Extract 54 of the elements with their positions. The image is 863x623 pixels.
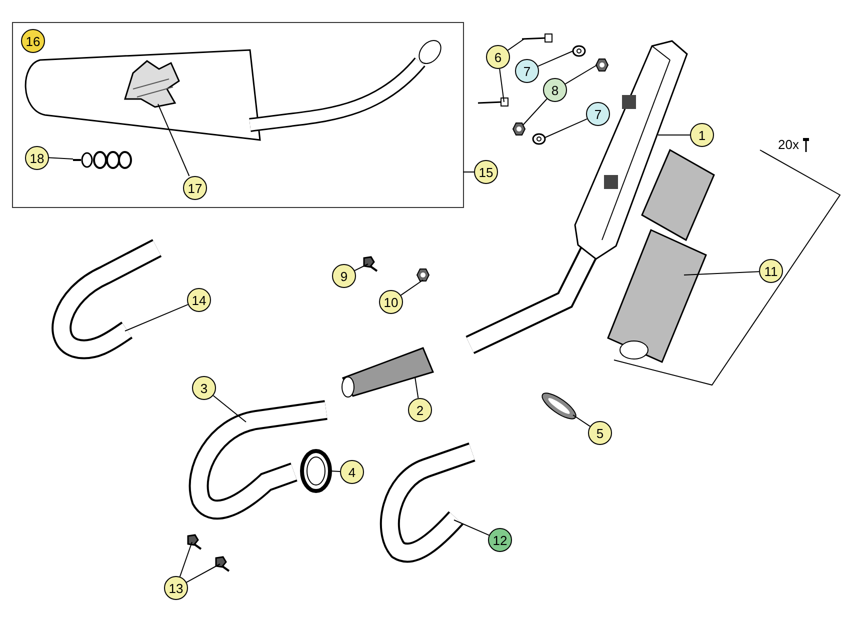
callout-number: 7	[515, 59, 539, 83]
leader-line	[538, 50, 574, 67]
callout-number: 17	[183, 176, 207, 200]
leader-line	[414, 376, 419, 399]
muffler-drawing	[572, 40, 690, 262]
leader-line	[179, 542, 192, 578]
screw-drawing	[362, 256, 378, 272]
washer-drawing	[572, 45, 586, 57]
leader-line	[572, 414, 590, 427]
leader-line	[564, 64, 598, 84]
packing-drawing	[606, 150, 714, 365]
kit-frame	[12, 22, 464, 208]
leader-line	[124, 304, 188, 332]
callout-number: 9	[332, 264, 356, 288]
leader-line	[212, 395, 246, 422]
leader-line	[48, 157, 74, 160]
callout-number: 3	[192, 376, 216, 400]
leader-line	[454, 520, 490, 536]
screw-drawing	[186, 534, 202, 550]
callout-number: 4	[340, 460, 364, 484]
nut-drawing	[512, 122, 526, 136]
callout-number: 5	[588, 421, 612, 445]
callout-number: 13	[164, 576, 188, 600]
callout-number: 18	[25, 146, 49, 170]
leader-line	[499, 68, 504, 102]
callout-number: 2	[408, 398, 432, 422]
callout-number: 10	[379, 290, 403, 314]
nut-drawing	[595, 58, 609, 72]
leader-line	[522, 98, 548, 126]
leader-line	[186, 564, 220, 583]
leader-line	[330, 470, 340, 472]
callout-number: 11	[759, 259, 783, 283]
callout-number: 1	[690, 123, 714, 147]
leader-line	[158, 104, 190, 176]
quantity-label: 20x	[778, 137, 799, 152]
leader-line	[507, 38, 524, 51]
nut-drawing	[416, 268, 432, 284]
leader-line	[400, 280, 424, 296]
washer-drawing	[532, 133, 545, 145]
callout-number: 6	[486, 45, 510, 69]
bolt-drawing	[478, 97, 508, 107]
callout-number: 12	[488, 528, 512, 552]
callout-number: 16	[21, 29, 45, 53]
screw-drawing	[214, 556, 230, 572]
leader-line	[544, 118, 588, 138]
callout-number: 8	[543, 78, 567, 102]
callout-number: 7	[586, 102, 610, 126]
leader-line	[684, 271, 760, 276]
leader-line	[354, 264, 368, 272]
callout-number: 15	[474, 160, 498, 184]
bolt-drawing	[522, 33, 554, 43]
callout-number: 14	[187, 288, 211, 312]
washer-set-drawing	[73, 149, 133, 171]
leader-line	[658, 134, 690, 136]
